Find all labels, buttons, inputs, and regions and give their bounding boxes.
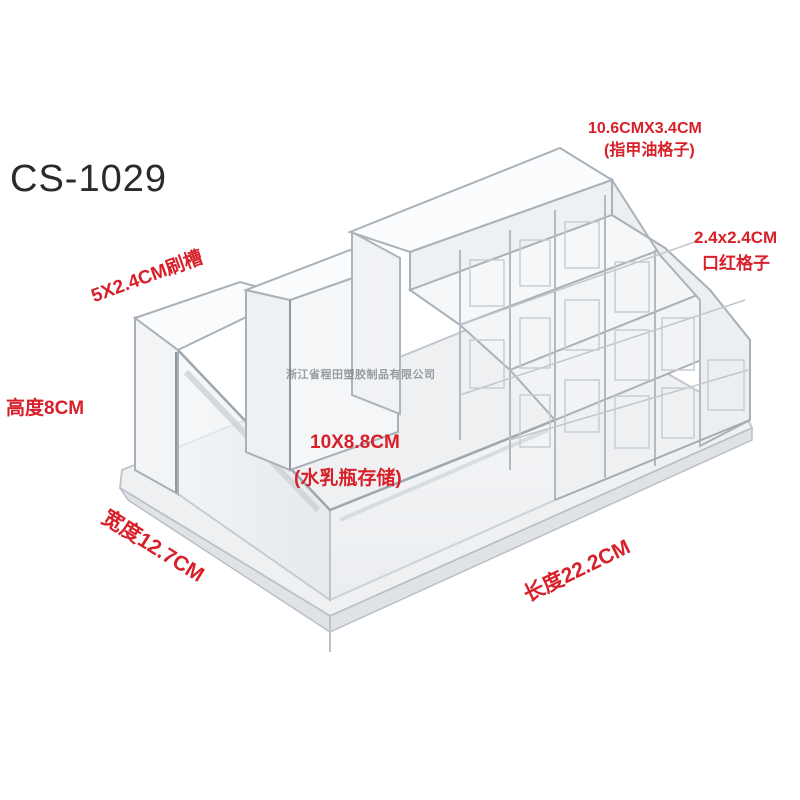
- lotion-compartment-label: (水乳瓶存储): [294, 468, 402, 489]
- lipstick-dimension-label: 2.4x2.4CM: [694, 228, 778, 247]
- height-label: 高度8CM: [6, 398, 85, 419]
- lotion-dimension-label: 10X8.8CM: [310, 432, 400, 453]
- model-code: CS-1029: [10, 158, 167, 200]
- nail-polish-dimension-label: 10.6CMX3.4CM: [588, 120, 702, 137]
- lipstick-compartment-label: 口红格子: [702, 254, 770, 273]
- lipstick-grid: [347, 146, 752, 501]
- nail-polish-compartment-label: (指甲油格子): [604, 142, 695, 159]
- company-watermark: 浙江省程田塑胶制品有限公司: [286, 369, 436, 381]
